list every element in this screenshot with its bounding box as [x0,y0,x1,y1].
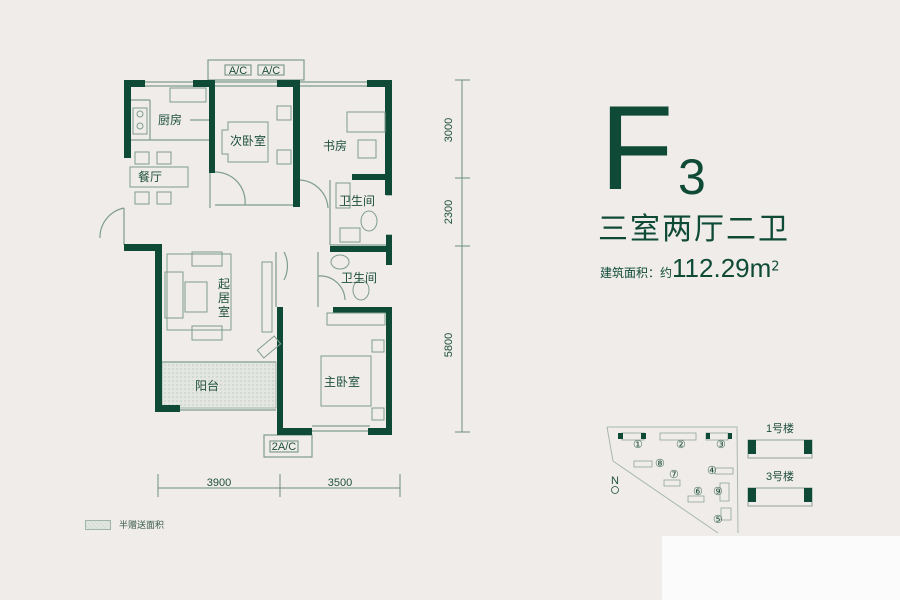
room-labels: 厨房 次卧室 书房 餐厅 卫生间 卫生间 起 居 室 阳台 主卧室 [138,112,377,393]
label-balcony: 阳台 [195,378,219,393]
label-bathroom-2: 卫生间 [341,271,377,285]
label-living-3: 室 [218,304,230,319]
area-value: 112.29m [672,253,772,283]
svg-text:④: ④ [707,465,717,477]
legend: 半赠送面积 [85,518,164,531]
label-study: 书房 [323,138,347,153]
svg-text:⑥: ⑥ [693,486,703,498]
svg-text:⑦: ⑦ [669,469,679,481]
legend-label: 半赠送面积 [119,521,165,531]
svg-text:A/C: A/C [229,65,247,77]
svg-text:3900: 3900 [207,477,231,489]
svg-text:⑨: ⑨ [713,486,723,498]
hatch-swatch [85,519,111,530]
unit-type-number: 3 [678,149,706,205]
area-unit-sup: 2 [771,259,780,275]
blank-area [662,536,900,600]
dimension-lines: 3000 2300 5800 3900 3500 [157,79,470,497]
thin-partitions [99,81,392,432]
site-map: ① ② ③ ④ ⑤ ⑥ ⑦ ⑧ ⑨ N 1号楼 3号楼 [606,421,813,534]
svg-text:2A/C: 2A/C [272,441,297,453]
svg-text:3000: 3000 [443,118,455,142]
svg-text:②: ② [676,439,686,451]
svg-text:③: ③ [716,439,726,451]
svg-text:⑧: ⑧ [655,458,665,470]
label-living-2: 居 [218,291,230,305]
label-bathroom-1: 卫生间 [339,194,375,208]
layout-description: 三室两厅二卫 [598,212,790,247]
svg-text:1号楼: 1号楼 [766,421,794,435]
walls [124,80,392,435]
building-area: 建筑面积：约112.29m2 [600,255,780,281]
svg-text:A/C: A/C [262,65,280,77]
balcony-area [161,361,277,409]
svg-text:⑤: ⑤ [713,514,723,526]
svg-text:5800: 5800 [443,333,455,357]
svg-text:N: N [611,475,619,487]
label-dining: 餐厅 [138,169,162,184]
label-second-bedroom: 次卧室 [230,133,266,148]
furniture [129,87,386,421]
label-living-1: 起 [218,277,230,291]
label-kitchen: 厨房 [158,112,182,127]
unit-type-letter: F [600,81,674,215]
svg-text:3号楼: 3号楼 [766,469,794,483]
svg-text:3500: 3500 [328,477,352,489]
svg-text:①: ① [633,439,643,451]
svg-text:2300: 2300 [443,200,455,224]
label-master-bedroom: 主卧室 [324,374,360,389]
area-label: 建筑面积：约 [600,266,673,280]
